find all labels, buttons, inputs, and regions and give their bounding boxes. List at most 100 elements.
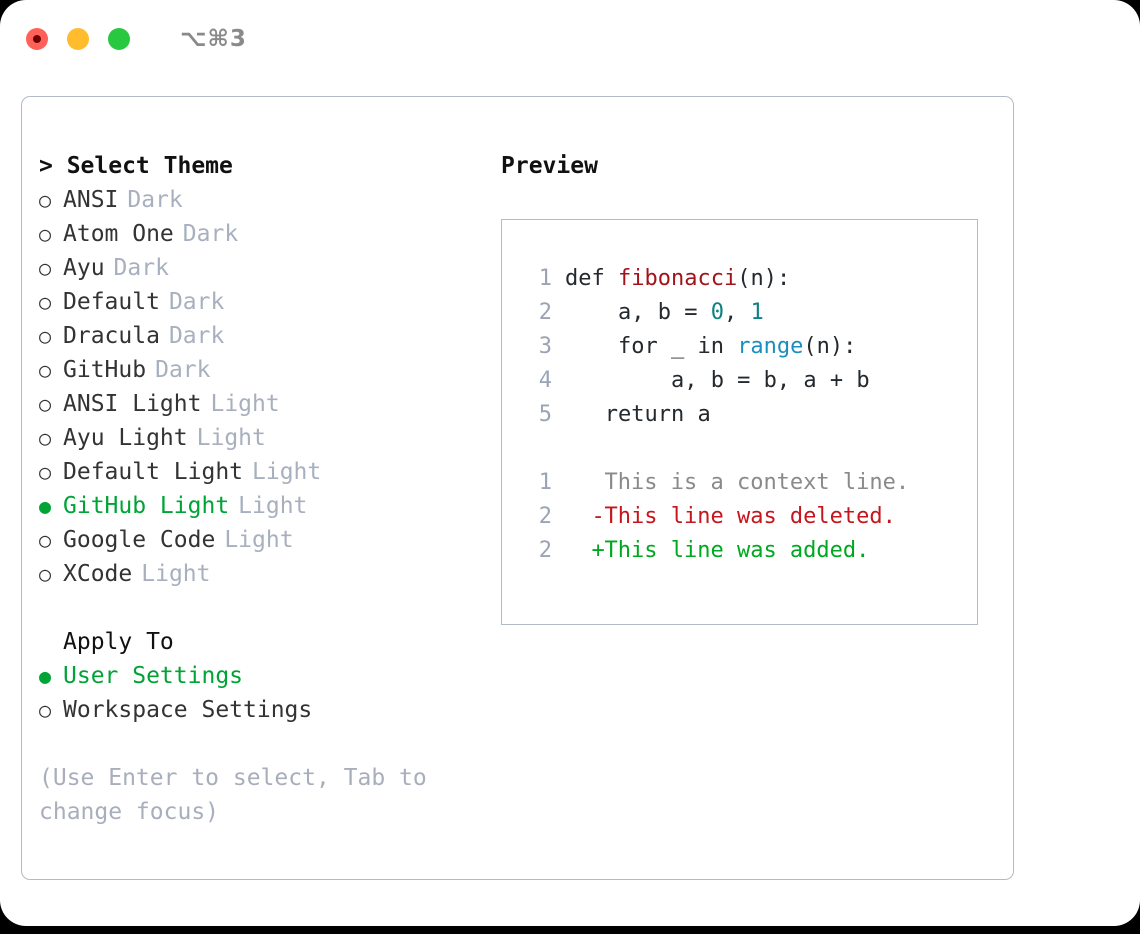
code-line: 3 for _ in range(n): <box>502 330 977 364</box>
theme-option-label: GitHub <box>63 357 147 383</box>
code-token-num: 0 <box>710 300 724 325</box>
code-line: 4 a, b = b, a + b <box>502 364 977 398</box>
theme-option-ansi-light[interactable]: ○ ANSI Light Light <box>39 387 499 421</box>
maximize-button[interactable] <box>108 28 130 50</box>
code-token-plain: , <box>723 300 751 325</box>
line-number: 3 <box>538 334 552 359</box>
apply-to-option-user-settings[interactable]: ● User Settings <box>39 659 499 693</box>
diff-sign <box>592 466 605 500</box>
theme-option-label: ANSI Light <box>63 391 202 417</box>
radio-unselected-icon: ○ <box>39 290 52 314</box>
theme-option-label: Ayu Light <box>63 425 188 451</box>
diff-text: This line was added. <box>604 538 870 563</box>
keyboard-shortcut-label: ⌥⌘3 <box>180 26 247 52</box>
theme-option-variant: Dark <box>155 357 211 383</box>
theme-option-xcode[interactable]: ○ XCode Light <box>39 557 499 591</box>
diff-line-context: 1 This is a context line. <box>502 466 977 500</box>
theme-option-default[interactable]: ○ Default Dark <box>39 285 499 319</box>
diff-text: This is a context line. <box>604 470 910 495</box>
line-number: 2 <box>538 504 552 529</box>
theme-option-variant: Dark <box>182 221 239 247</box>
theme-option-label: Default Light <box>63 459 244 485</box>
theme-option-variant: Light <box>141 561 211 587</box>
radio-unselected-icon: ○ <box>39 222 52 246</box>
hint-spacer <box>39 727 499 761</box>
apply-to-option-label: User Settings <box>63 663 244 689</box>
diff-line-deleted: 2 - This line was deleted. <box>502 500 977 534</box>
code-token-fn: fibonacci <box>617 266 738 291</box>
theme-option-variant: Light <box>210 391 280 417</box>
theme-option-variant: Dark <box>168 323 225 349</box>
radio-unselected-icon: ○ <box>39 358 52 382</box>
radio-unselected-icon: ○ <box>39 426 52 450</box>
apply-to-option-workspace-settings[interactable]: ○Workspace Settings <box>39 693 499 727</box>
theme-option-variant: Light <box>238 493 308 519</box>
diff-gap <box>565 466 592 500</box>
diff-sign: + <box>591 538 605 563</box>
radio-unselected-icon: ○ <box>39 562 52 586</box>
theme-option-label: Atom One <box>63 221 174 247</box>
radio-unselected-icon: ○ <box>39 188 52 212</box>
title-bar: ⌥⌘3 <box>0 0 1140 78</box>
radio-unselected-icon: ○ <box>39 392 52 416</box>
line-number: 2 <box>538 300 552 325</box>
theme-option-variant: Light <box>196 425 266 451</box>
line-number: 5 <box>538 402 552 427</box>
code-token-plain: return a <box>565 402 711 427</box>
theme-option-ayu-light[interactable]: ○ Ayu Light Light <box>39 421 499 455</box>
theme-option-label: Default <box>63 289 160 315</box>
radio-unselected-icon: ○ <box>39 460 52 484</box>
code-token-plain: a, b = <box>565 300 711 325</box>
diff-line-added: 2 + This line was added. <box>502 534 977 568</box>
theme-option-ayu[interactable]: ○ Ayu Dark <box>39 251 499 285</box>
section-spacer <box>39 591 499 625</box>
diff-gap <box>565 534 592 568</box>
code-token-plain: for _ in <box>565 334 738 359</box>
apply-to-header: Apply To <box>63 629 174 655</box>
theme-option-atom-one[interactable]: ○ Atom One Dark <box>39 217 499 251</box>
code-token-call: range <box>737 334 804 359</box>
code-token-plain: (n): <box>803 334 857 359</box>
code-diff-separator <box>502 432 977 466</box>
theme-option-github[interactable]: ○ GitHub Dark <box>39 353 499 387</box>
theme-option-label: XCode <box>63 561 133 587</box>
close-button[interactable] <box>26 28 48 50</box>
theme-option-variant: Dark <box>127 187 183 213</box>
theme-option-variant: Dark <box>113 255 169 281</box>
window-controls <box>26 28 130 50</box>
line-number: 2 <box>538 538 552 563</box>
radio-unselected-icon: ○ <box>39 256 52 280</box>
diff-sign: - <box>591 504 605 529</box>
line-number: 1 <box>538 470 552 495</box>
apply-to-option-list[interactable]: ● User Settings ○Workspace Settings <box>39 659 499 727</box>
code-token-plain: a, b = b, a + b <box>565 368 870 393</box>
diff-text: This line was deleted. <box>604 504 896 529</box>
preview-title: Preview <box>501 153 598 179</box>
radio-selected-icon: ● <box>39 664 52 688</box>
theme-option-label: Ayu <box>63 255 105 281</box>
minimize-button[interactable] <box>67 28 89 50</box>
code-line: 2 a, b = 0, 1 <box>502 296 977 330</box>
radio-unselected-icon: ○ <box>39 528 52 552</box>
code-line: 5 return a <box>502 398 977 432</box>
radio-unselected-icon: ○ <box>39 698 52 722</box>
keyboard-hint-text: (Use Enter to select, Tab to change focu… <box>39 765 427 825</box>
theme-option-variant: Dark <box>168 289 225 315</box>
theme-option-label: Dracula <box>63 323 160 349</box>
code-token-plain: def <box>565 266 618 291</box>
theme-option-variant: Light <box>224 527 294 553</box>
code-token-plain: (n): <box>737 266 791 291</box>
